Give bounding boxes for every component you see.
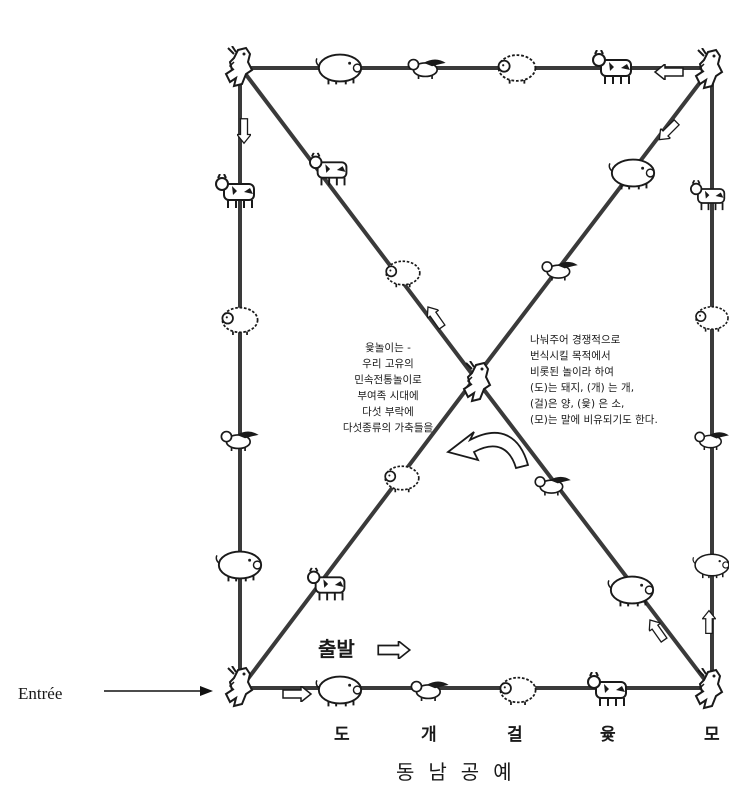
arrow-icon (377, 641, 411, 659)
sheep-icon (221, 306, 259, 336)
move-label-mo: 모 (704, 725, 720, 745)
pig-icon (315, 675, 363, 708)
entrance-arrow-head (200, 686, 213, 696)
entrance-pointer (104, 686, 213, 696)
move-label-yut: 윷 (600, 725, 616, 745)
dog-icon (694, 431, 729, 451)
maker-footer: 동남공예 (396, 760, 526, 784)
dog-icon (541, 261, 579, 282)
curved-arrow-icon (446, 431, 530, 470)
rules-text-right: 나눠주어 경쟁적으로 번식시킬 목적에서 비롯된 놀이라 하여 (도)는 돼지,… (530, 334, 658, 426)
pig-icon (315, 53, 363, 86)
sheep-icon (695, 305, 729, 333)
dog-icon (220, 430, 260, 452)
horse-icon (224, 666, 254, 708)
move-label-gae: 개 (421, 725, 437, 745)
rules-text-left: 윷놀이는 - 우리 고유의 민속전통놀이로 부여족 시대에 다섯 부락에 다섯종… (342, 342, 434, 434)
move-label-geol: 걸 (507, 725, 523, 745)
dog-icon (534, 476, 572, 497)
start-label: 출발 (318, 637, 355, 661)
sheep-icon (497, 54, 537, 85)
direction-arrows (237, 64, 716, 702)
horse-icon (694, 48, 724, 90)
pig-icon (692, 553, 729, 579)
entrance-label: Entrée (18, 684, 63, 703)
sheep-icon (385, 260, 421, 289)
cow-icon (690, 180, 726, 211)
pig-icon (215, 550, 263, 583)
move-label-do: 도 (334, 725, 350, 745)
sheep-icon (499, 676, 537, 706)
pig-icon (608, 158, 656, 191)
dog-icon (410, 680, 450, 702)
cow-icon (215, 174, 256, 210)
